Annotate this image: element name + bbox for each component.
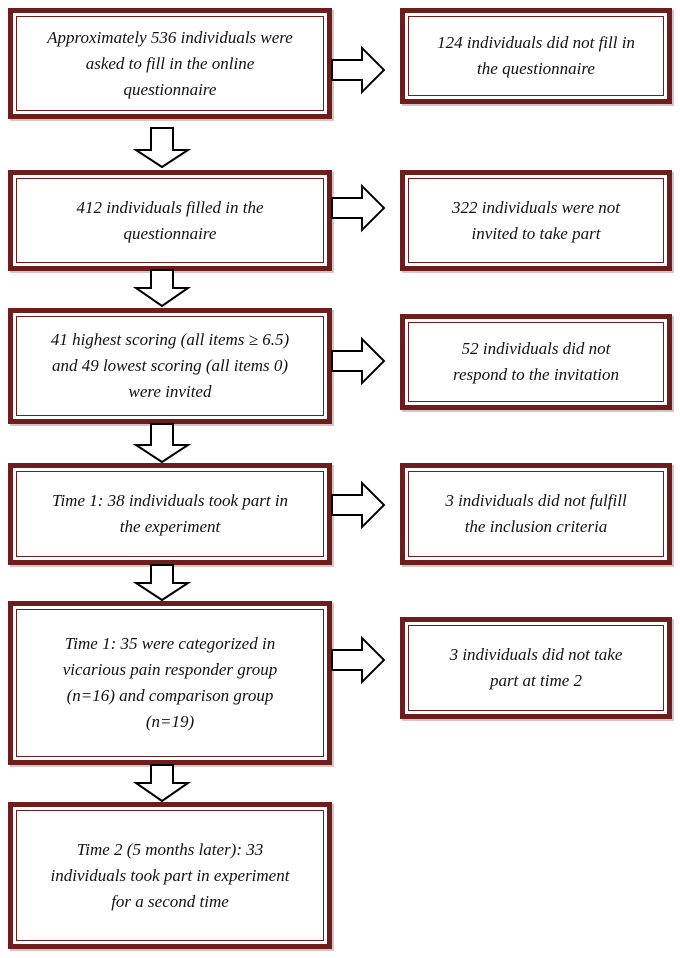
- right-arrow-5: [331, 635, 386, 685]
- step-box-2: 412 individuals filled in the questionna…: [8, 170, 332, 271]
- right-arrow-3: [331, 336, 386, 386]
- right-arrow-1: [331, 45, 386, 95]
- step-text-3: 41 highest scoring (all items ≥ 6.5) and…: [50, 330, 290, 401]
- down-arrow-3: [132, 423, 192, 464]
- step-box-1: Approximately 536 individuals were asked…: [8, 8, 332, 119]
- down-arrow-2: [132, 269, 192, 308]
- step-box-3: 41 highest scoring (all items ≥ 6.5) and…: [8, 308, 332, 424]
- step-text-4: Time 1: 38 individuals took part in the …: [51, 491, 289, 536]
- down-arrow-5: [132, 764, 192, 803]
- exclusion-text-3: 52 individuals did not respond to the in…: [452, 339, 620, 384]
- step-text-5: Time 1: 35 were categorized in vicarious…: [62, 634, 278, 731]
- step-box-4: Time 1: 38 individuals took part in the …: [8, 463, 332, 565]
- exclusion-box-5: 3 individuals did not take part at time …: [400, 617, 672, 719]
- right-arrow-4: [331, 480, 386, 530]
- exclusion-box-2: 322 individuals were not invited to take…: [400, 170, 672, 271]
- step-box-6: Time 2 (5 months later): 33 individuals …: [8, 802, 332, 949]
- exclusion-text-1: 124 individuals did not fill in the ques…: [437, 33, 635, 78]
- exclusion-box-1: 124 individuals did not fill in the ques…: [400, 8, 672, 104]
- exclusion-text-5: 3 individuals did not take part at time …: [449, 645, 623, 690]
- step-text-1: Approximately 536 individuals were asked…: [47, 27, 293, 99]
- exclusion-text-4: 3 individuals did not fulfill the inclus…: [445, 491, 627, 536]
- exclusion-box-4: 3 individuals did not fulfill the inclus…: [400, 463, 672, 565]
- step-text-6: Time 2 (5 months later): 33 individuals …: [50, 839, 290, 911]
- exclusion-text-2: 322 individuals were not invited to take…: [452, 197, 620, 243]
- exclusion-box-3: 52 individuals did not respond to the in…: [400, 314, 672, 410]
- down-arrow-4: [132, 564, 192, 602]
- down-arrow-1: [132, 127, 192, 169]
- right-arrow-2: [331, 183, 386, 233]
- step-text-2: 412 individuals filled in the questionna…: [76, 197, 264, 243]
- step-box-5: Time 1: 35 were categorized in vicarious…: [8, 601, 332, 765]
